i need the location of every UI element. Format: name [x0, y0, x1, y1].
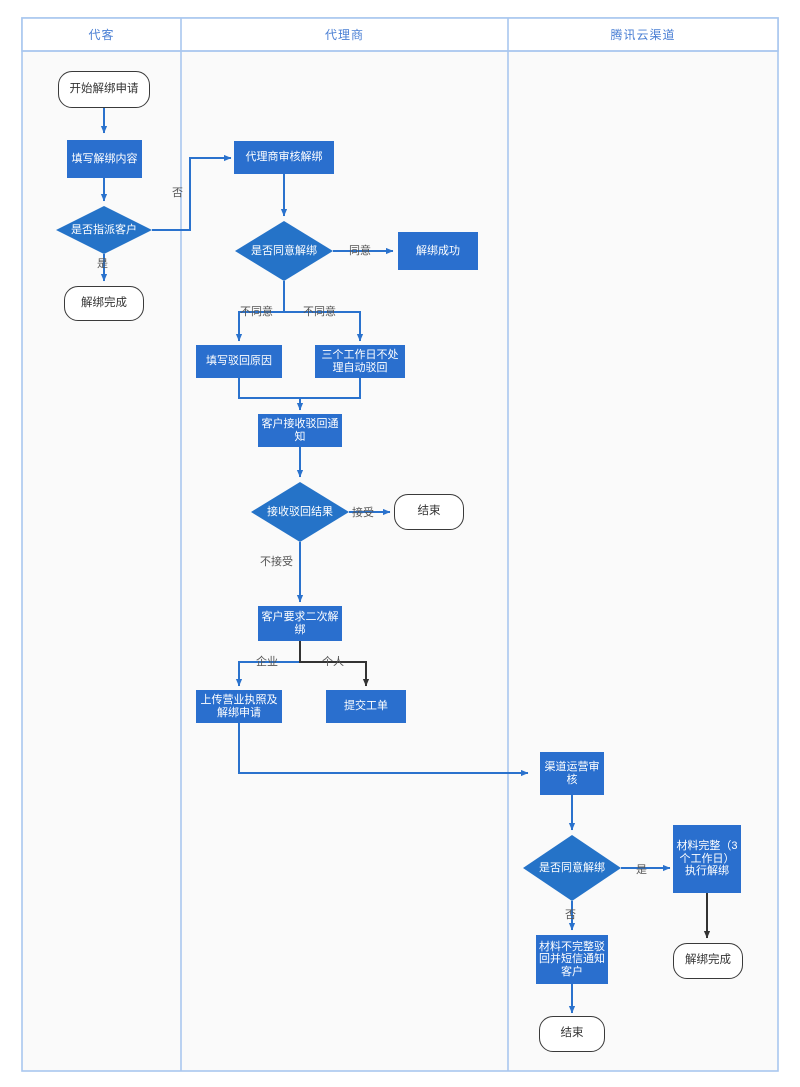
node-agent-review-unbind[interactable]: 代理商审核解绑: [234, 141, 334, 174]
node-decision-reject-result[interactable]: 接收驳回结果: [256, 501, 344, 523]
node-label: 解绑完成: [81, 296, 127, 309]
node-label: 渠道运营审核: [544, 760, 600, 786]
node-customer-request-second-unbind[interactable]: 客户要求二次解绑: [258, 606, 342, 641]
node-upload-license-and-application[interactable]: 上传营业执照及解绑申请: [196, 690, 282, 723]
node-fill-reject-reason[interactable]: 填写驳回原因: [196, 345, 282, 378]
node-material-incomplete-reject-sms[interactable]: 材料不完整驳回并短信通知客户: [536, 935, 608, 984]
node-unbind-complete-tencent[interactable]: 解绑完成: [673, 943, 743, 979]
node-label: 解绑完成: [685, 954, 731, 967]
edge-label-personal: 个人: [322, 656, 344, 668]
node-unbind-complete-customer[interactable]: 解绑完成: [64, 286, 144, 321]
node-submit-ticket[interactable]: 提交工单: [326, 690, 406, 723]
node-label: 三个工作日不处理自动驳回: [321, 348, 399, 374]
edge-label-enterprise: 企业: [256, 656, 278, 668]
edge-label-tc-no: 否: [565, 909, 576, 921]
node-start-unbind-request[interactable]: 开始解绑申请: [58, 71, 150, 108]
node-fill-unbind-content[interactable]: 填写解绑内容: [67, 140, 142, 178]
node-end-agent[interactable]: 结束: [394, 494, 464, 530]
node-label: 客户接收驳回通知: [261, 417, 339, 443]
edge-label-yes-assign: 是: [97, 258, 108, 270]
node-label: 结束: [417, 505, 441, 518]
node-label: 是否同意解绑: [539, 861, 605, 874]
edge-label-not-accept: 不接受: [260, 556, 293, 568]
edge-label-disagree-1: 不同意: [240, 306, 273, 318]
node-label: 上传营业执照及解绑申请: [200, 693, 278, 719]
edge-label-tc-yes: 是: [636, 864, 647, 876]
node-label: 材料完整（3个工作日）执行解绑: [676, 840, 738, 878]
node-label: 填写驳回原因: [206, 355, 272, 368]
node-label: 客户要求二次解绑: [261, 610, 339, 636]
node-label: 结束: [560, 1027, 584, 1040]
node-end-tencent[interactable]: 结束: [539, 1016, 605, 1052]
lane-title-tencent: 腾讯云渠道: [610, 28, 676, 42]
node-decision-assign-customer[interactable]: 是否指派客户: [60, 219, 148, 241]
node-label: 是否同意解绑: [251, 244, 317, 257]
node-label: 接收驳回结果: [267, 505, 333, 518]
node-label: 填写解绑内容: [71, 152, 138, 165]
node-decision-agree-unbind-agent[interactable]: 是否同意解绑: [240, 240, 328, 262]
node-decision-agree-unbind-tencent[interactable]: 是否同意解绑: [528, 857, 616, 879]
node-label: 是否指派客户: [71, 223, 137, 236]
node-label: 材料不完整驳回并短信通知客户: [539, 940, 605, 978]
node-label: 提交工单: [344, 700, 388, 713]
node-channel-operation-review[interactable]: 渠道运营审核: [540, 752, 604, 795]
node-label: 代理商审核解绑: [245, 151, 323, 164]
node-label: 解绑成功: [416, 244, 460, 257]
node-customer-receive-reject-notice[interactable]: 客户接收驳回通知: [258, 414, 342, 447]
edge-label-no-assign: 否: [172, 187, 183, 199]
edge-label-disagree-2: 不同意: [303, 306, 336, 318]
edge-label-agree: 同意: [349, 245, 371, 257]
node-auto-reject-three-days[interactable]: 三个工作日不处理自动驳回: [315, 345, 405, 378]
node-material-complete-execute-unbind[interactable]: 材料完整（3个工作日）执行解绑: [673, 825, 741, 893]
edge-label-accept: 接受: [352, 507, 374, 519]
lane-title-customer: 代客: [88, 28, 115, 42]
lane-title-agent: 代理商: [324, 28, 364, 42]
node-unbind-success[interactable]: 解绑成功: [398, 232, 478, 270]
node-label: 开始解绑申请: [69, 82, 139, 95]
